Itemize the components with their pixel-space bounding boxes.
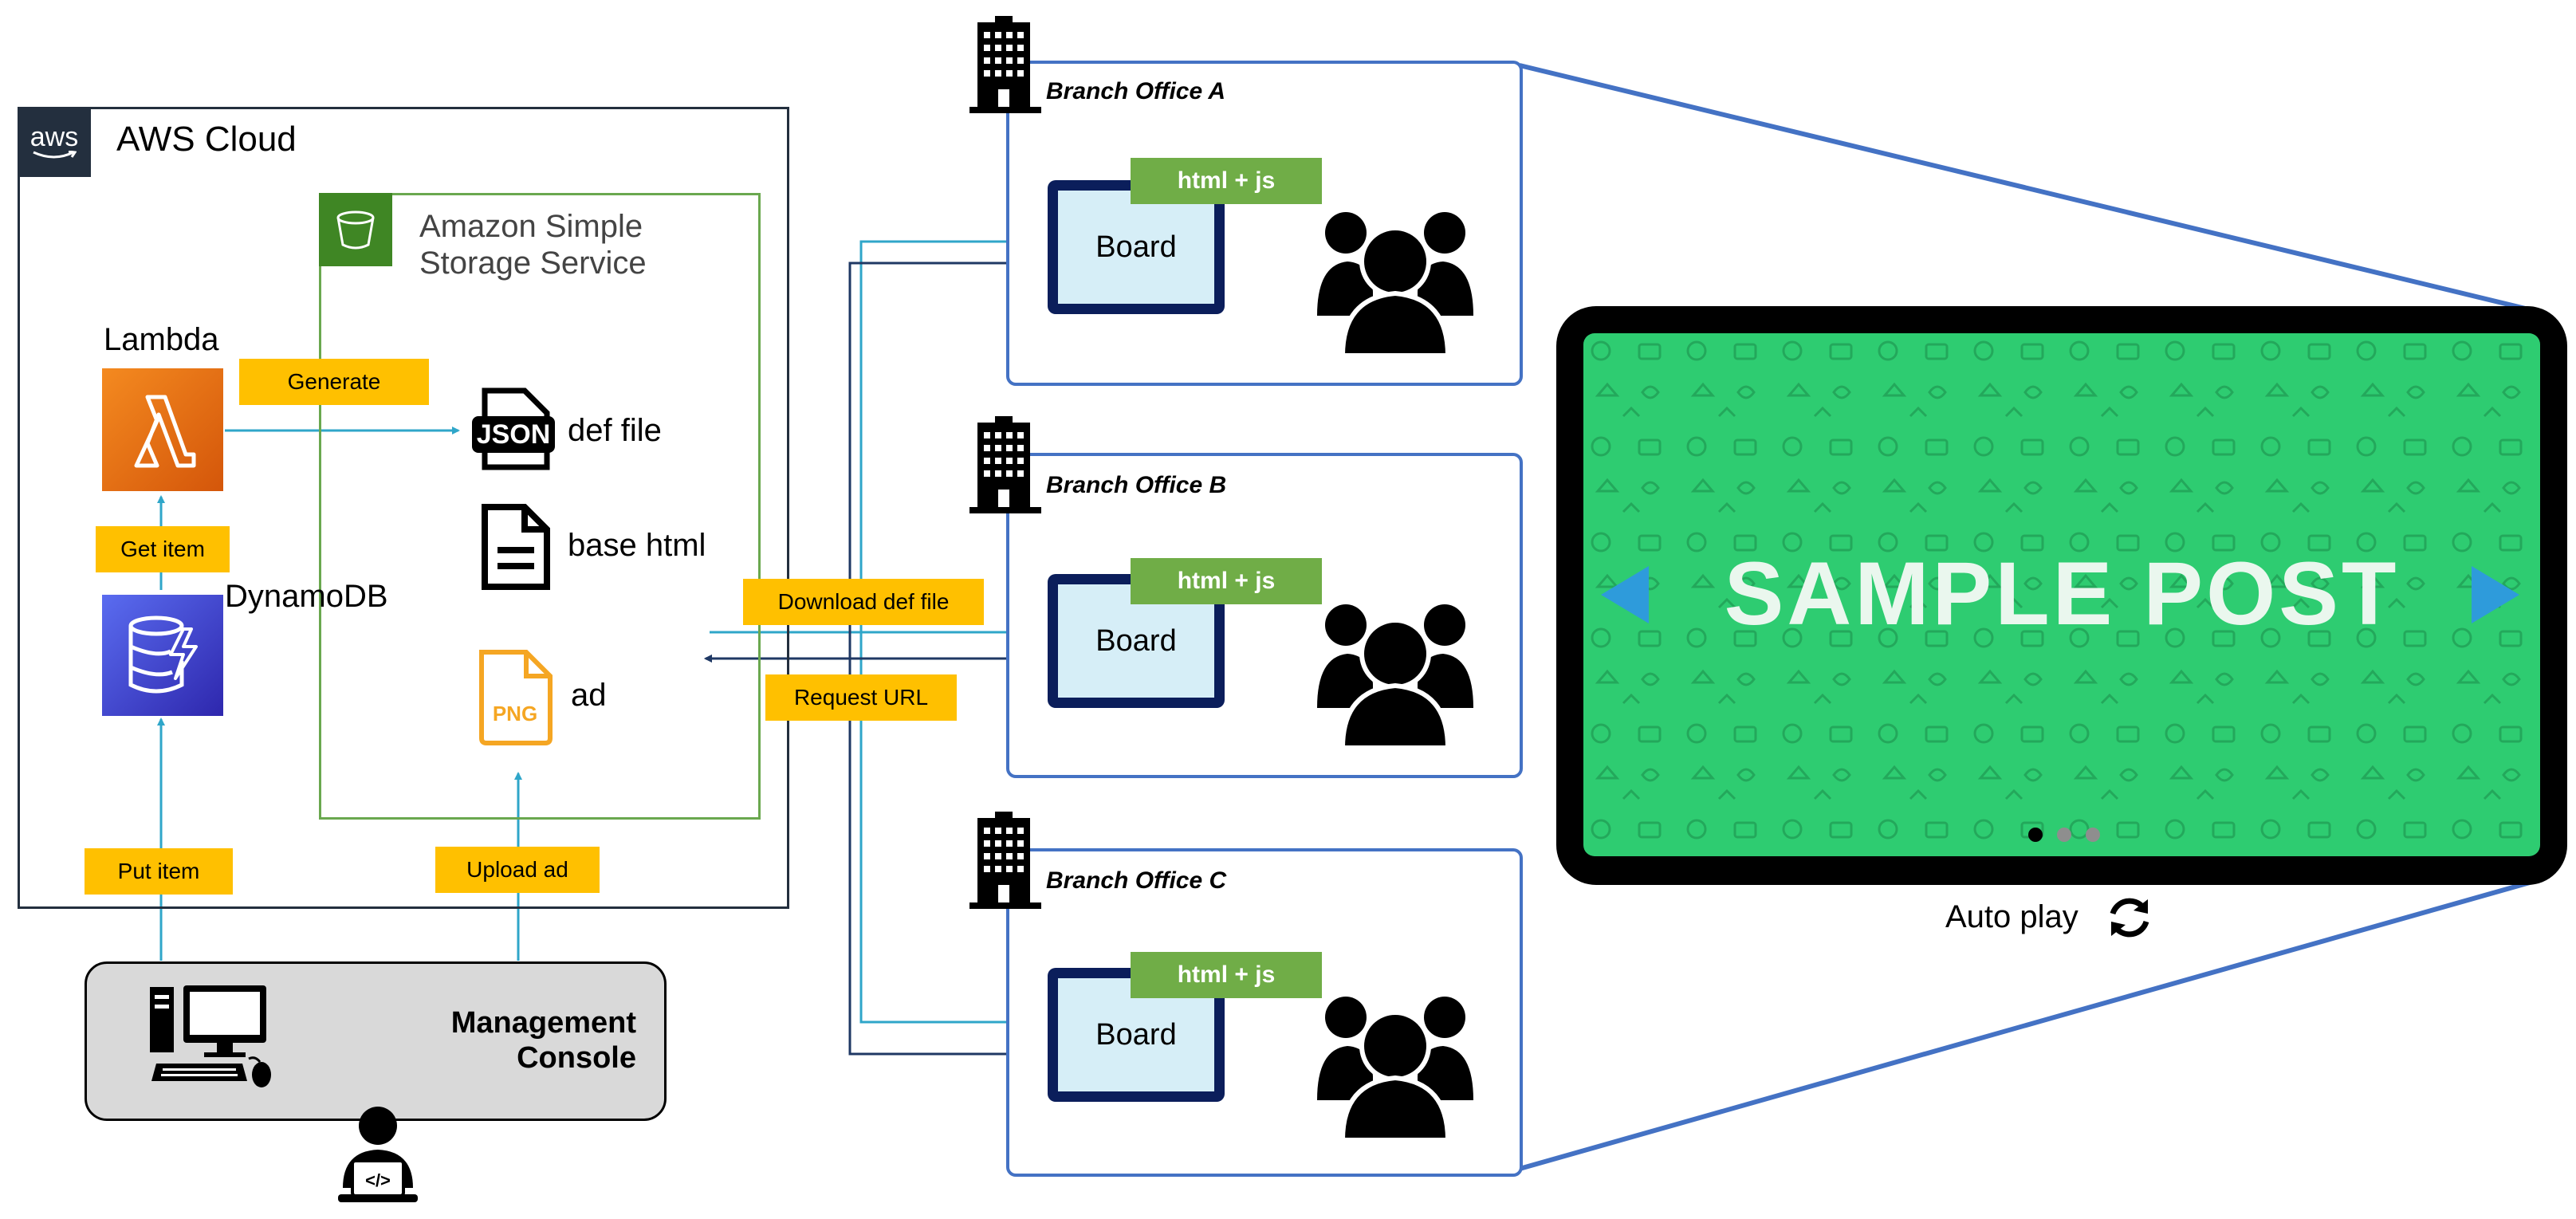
zoom-line-top xyxy=(1519,63,2536,313)
carousel-dots xyxy=(2014,828,2110,843)
s3-title-line2: Storage Service xyxy=(419,246,647,281)
html-js-tag-c: html + js xyxy=(1131,952,1322,998)
prev-arrow-icon[interactable] xyxy=(1599,564,1650,625)
branch-office-c-title: Branch Office C xyxy=(1046,867,1227,894)
html-js-tag-a: html + js xyxy=(1131,158,1322,204)
dynamodb-label: DynamoDB xyxy=(225,579,388,614)
office-building-icon xyxy=(969,416,1041,513)
aws-cloud-title: AWS Cloud xyxy=(116,120,297,159)
console-title-line1: Management xyxy=(450,1006,636,1040)
get-item-label: Get item xyxy=(96,526,230,572)
arrow-request-c xyxy=(848,659,1048,1056)
console-title-line2: Console xyxy=(517,1041,636,1075)
arrow-download-a xyxy=(710,238,1046,634)
document-icon xyxy=(482,504,550,590)
lambda-label: Lambda xyxy=(104,322,219,357)
html-js-tag-b: html + js xyxy=(1131,558,1322,604)
office-building-icon xyxy=(969,812,1041,909)
json-file-icon: JSON xyxy=(472,387,555,470)
lambda-icon xyxy=(102,368,223,491)
next-arrow-icon[interactable] xyxy=(2470,564,2521,625)
branch-office-b-title: Branch Office B xyxy=(1046,472,1227,498)
download-def-file-label: Download def file xyxy=(743,579,984,625)
aws-logo-text: aws xyxy=(29,122,79,152)
json-icon-text: JSON xyxy=(477,419,551,450)
dynamodb-icon xyxy=(102,595,223,716)
sample-post-text: SAMPLE POST xyxy=(1724,544,2400,643)
office-building-icon xyxy=(969,16,1041,113)
s3-title-line1: Amazon Simple xyxy=(419,209,643,244)
svg-text:</>: </> xyxy=(365,1170,391,1190)
signage-screen: SAMPLE POST xyxy=(1583,333,2540,856)
put-item-label: Put item xyxy=(85,848,233,895)
s3-bucket-icon xyxy=(319,193,392,266)
desktop-computer-icon xyxy=(150,985,271,1087)
aws-smile-icon xyxy=(33,151,77,159)
board-c[interactable]: Board xyxy=(1048,968,1225,1102)
ad-label: ad xyxy=(571,678,607,713)
png-icon-text: PNG xyxy=(493,702,537,726)
png-file-icon: PNG xyxy=(479,650,553,745)
people-group-icon xyxy=(1317,212,1473,356)
s3-group xyxy=(319,193,761,820)
refresh-icon[interactable] xyxy=(2105,893,2154,942)
autoplay-label: Auto play xyxy=(1945,899,2078,934)
aws-cloud-group xyxy=(18,107,789,909)
arrow-download-c xyxy=(859,632,1046,1026)
generate-label: Generate xyxy=(239,359,429,405)
people-group-icon xyxy=(1317,604,1473,748)
def-file-label: def file xyxy=(568,413,662,448)
base-html-label: base html xyxy=(568,528,706,563)
screen-pattern xyxy=(1583,333,2540,856)
branch-office-a-title: Branch Office A xyxy=(1046,78,1226,104)
carousel-dot[interactable] xyxy=(2057,828,2071,842)
people-group-icon xyxy=(1317,997,1473,1140)
zoom-line-bottom xyxy=(1519,879,2536,1171)
carousel-dot[interactable] xyxy=(2086,828,2100,842)
aws-logo: aws xyxy=(18,107,91,177)
developer-icon: </> xyxy=(338,1107,418,1202)
upload-ad-label: Upload ad xyxy=(435,847,600,893)
request-url-label: Request URL xyxy=(765,674,957,721)
carousel-dot-active[interactable] xyxy=(2028,828,2043,842)
